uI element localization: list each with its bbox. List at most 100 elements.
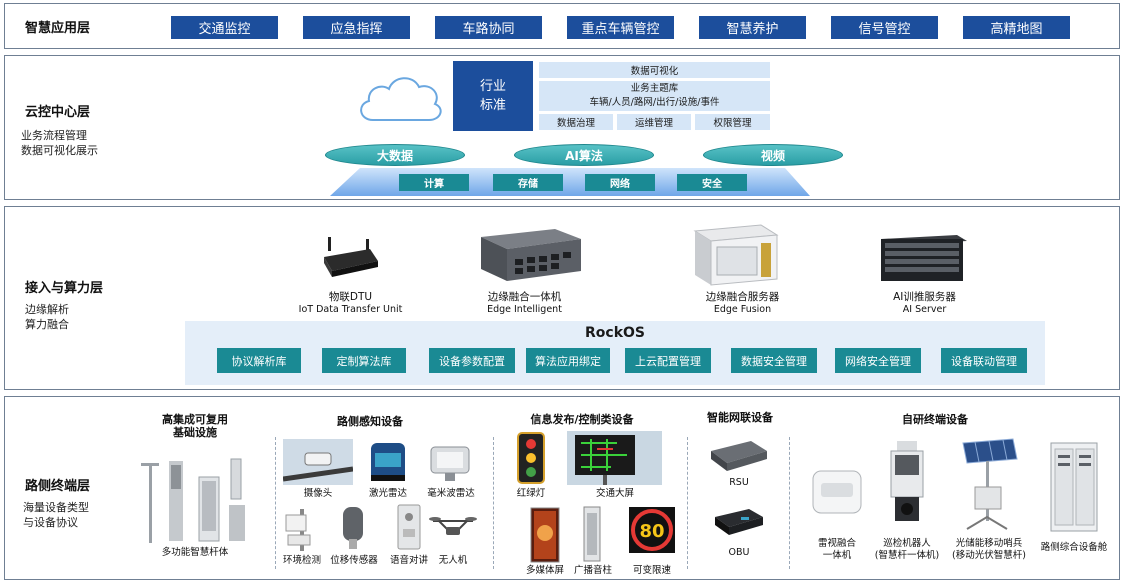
security-tab: 安全 <box>677 174 747 191</box>
edge-layer-subtitle-2: 算力融合 <box>25 318 69 331</box>
os-module-cloud-config[interactable]: 上云配置管理 <box>625 348 711 373</box>
divider-2 <box>493 437 494 569</box>
edge-intelligent-name: 边缘融合一体机 <box>487 291 562 303</box>
industry-standard-line1: 行业 <box>479 79 506 94</box>
traffic-screen-label: 交通大屏 <box>595 488 634 499</box>
compute-tab: 计算 <box>399 174 469 191</box>
radar-video-fusion-label-1: 雷视融合 <box>817 538 856 549</box>
roadside-cabinet-label: 路侧综合设备舱 <box>1040 542 1108 553</box>
os-module-algo-binding[interactable]: 算法应用绑定 <box>526 348 610 373</box>
ai-server-name: AI训推服务器 <box>893 291 956 303</box>
terminal-layer-title: 路侧终端层 <box>25 479 91 494</box>
edge-fusion-server-image <box>693 224 779 286</box>
terminal-layer-subtitle-2: 与设备协议 <box>23 516 78 529</box>
solar-sentinel-image <box>962 438 1018 530</box>
radar-video-fusion-image <box>812 470 862 514</box>
dtu-name: 物联DTU <box>328 291 373 303</box>
drone-label: 无人机 <box>438 555 468 566</box>
business-topic-db-box: 业务主题库 车辆/人员/路网/出行/设施/事件 <box>539 81 770 111</box>
cloud-layer-title: 云控中心层 <box>25 105 91 120</box>
app-layer-title: 智慧应用层 <box>25 21 91 36</box>
terminal-layer: 路侧终端层 海量设备类型 与设备协议 高集成可复用 基础设施 多功能智慧杆体 路… <box>4 396 1120 580</box>
ai-server-image <box>881 235 967 281</box>
smart-pole-image <box>141 458 245 543</box>
obu-label: OBU <box>728 547 750 558</box>
broadcast-speaker-label: 广播音柱 <box>573 565 612 576</box>
app-btn-traffic-monitor[interactable]: 交通监控 <box>171 16 278 39</box>
network-tab: 网络 <box>585 174 655 191</box>
cloud-layer-subtitle-1: 业务流程管理 <box>21 129 87 142</box>
ai-algorithm-disc: AI算法 <box>514 144 654 174</box>
solar-sentinel-label-2: (移动光伏智慧杆) <box>952 550 1026 561</box>
network-group-title: 智能网联设备 <box>707 411 773 424</box>
data-visualization-bar: 数据可视化 <box>539 62 770 78</box>
edge-intelligent-en-name: Edge Intelligent <box>487 304 562 315</box>
app-layer: 智慧应用层 交通监控 应急指挥 车路协同 重点车辆管控 智慧养护 信号管控 高精… <box>4 3 1120 49</box>
patrol-robot-label-2: (智慧杆一体机) <box>874 550 940 561</box>
traffic-light-label: 红绿灯 <box>516 488 546 499</box>
traffic-screen-image <box>567 431 662 485</box>
patrol-robot-image <box>890 441 924 521</box>
patrol-robot-label-1: 巡检机器人 <box>883 538 931 549</box>
dtu-device: 物联DTU IoT Data Transfer Unit <box>293 289 408 315</box>
edge-layer-title: 接入与算力层 <box>25 281 104 296</box>
edge-intelligent-device: 边缘融合一体机 Edge Intelligent <box>467 289 582 315</box>
app-btn-maintenance[interactable]: 智慧养护 <box>699 16 806 39</box>
displacement-sensor-image <box>343 507 363 549</box>
env-monitor-image <box>285 509 311 551</box>
ai-server-device: AI训推服务器 AI Server <box>867 289 982 315</box>
camera-label: 摄像头 <box>303 488 333 499</box>
rsu-image <box>711 441 767 471</box>
business-topic-db-items: 车辆/人员/路网/出行/设施/事件 <box>589 97 720 108</box>
mmwave-radar-label: 毫米波雷达 <box>427 488 475 499</box>
lidar-image <box>371 443 405 481</box>
sensing-group-title: 路侧感知设备 <box>337 415 403 428</box>
ops-management-bar: 运维管理 <box>617 114 691 130</box>
os-module-data-security[interactable]: 数据安全管理 <box>731 348 817 373</box>
drone-image <box>429 517 477 535</box>
self-dev-group-title: 自研终端设备 <box>902 413 968 426</box>
os-module-device-linkage[interactable]: 设备联动管理 <box>941 348 1027 373</box>
infra-group-title-1: 高集成可复用 <box>162 413 228 426</box>
big-data-label: 大数据 <box>376 149 413 163</box>
traffic-light-image <box>517 432 545 484</box>
video-disc: 视频 <box>703 144 843 174</box>
smart-pole-label: 多功能智慧杆体 <box>161 547 229 558</box>
terminal-layer-subtitle-1: 海量设备类型 <box>23 501 89 514</box>
storage-tab: 存储 <box>493 174 563 191</box>
rockos-panel: RockOS 协议解析库 定制算法库 设备参数配置 算法应用绑定 上云配置管理 … <box>185 321 1045 385</box>
os-module-device-config[interactable]: 设备参数配置 <box>429 348 515 373</box>
ai-server-en-name: AI Server <box>902 304 947 315</box>
data-governance-bar: 数据治理 <box>539 114 613 130</box>
os-module-network-security[interactable]: 网络安全管理 <box>835 348 921 373</box>
variable-speed-sign-label: 可变限速 <box>632 565 671 576</box>
industry-standard-box: 行业 标准 <box>453 61 533 131</box>
solar-sentinel-label-1: 光储能移动哨兵 <box>955 538 1023 549</box>
app-btn-hd-map[interactable]: 高精地图 <box>963 16 1070 39</box>
big-data-disc: 大数据 <box>325 144 465 174</box>
app-btn-key-vehicle[interactable]: 重点车辆管控 <box>567 16 674 39</box>
rsu-label: RSU <box>729 477 749 488</box>
divider-1 <box>275 437 276 569</box>
app-btn-v2x[interactable]: 车路协同 <box>435 16 542 39</box>
broadcast-speaker-image <box>583 506 601 562</box>
ai-algorithm-label: AI算法 <box>565 149 603 163</box>
os-module-protocol[interactable]: 协议解析库 <box>217 348 301 373</box>
camera-image <box>283 439 353 485</box>
permission-management-bar: 权限管理 <box>695 114 770 130</box>
multimedia-screen-image <box>530 507 560 563</box>
speed-limit-value: 80 <box>639 521 664 542</box>
intercom-label: 语音对讲 <box>389 555 428 566</box>
cloud-layer-subtitle-2: 数据可视化展示 <box>21 144 98 157</box>
video-label: 视频 <box>760 149 785 163</box>
edge-fusion-en-name: Edge Fusion <box>713 304 772 315</box>
app-btn-emergency[interactable]: 应急指挥 <box>303 16 410 39</box>
rockos-title: RockOS <box>585 325 645 341</box>
industry-standard-line2: 标准 <box>479 98 506 113</box>
dtu-device-image <box>324 237 378 277</box>
edge-layer: 接入与算力层 边缘解析 算力融合 物联DTU IoT Data Transfer… <box>4 206 1120 390</box>
edge-layer-subtitle-1: 边缘解析 <box>25 303 69 316</box>
os-module-custom-algo[interactable]: 定制算法库 <box>322 348 406 373</box>
app-btn-signal[interactable]: 信号管控 <box>831 16 938 39</box>
edge-fusion-name: 边缘融合服务器 <box>705 291 780 303</box>
